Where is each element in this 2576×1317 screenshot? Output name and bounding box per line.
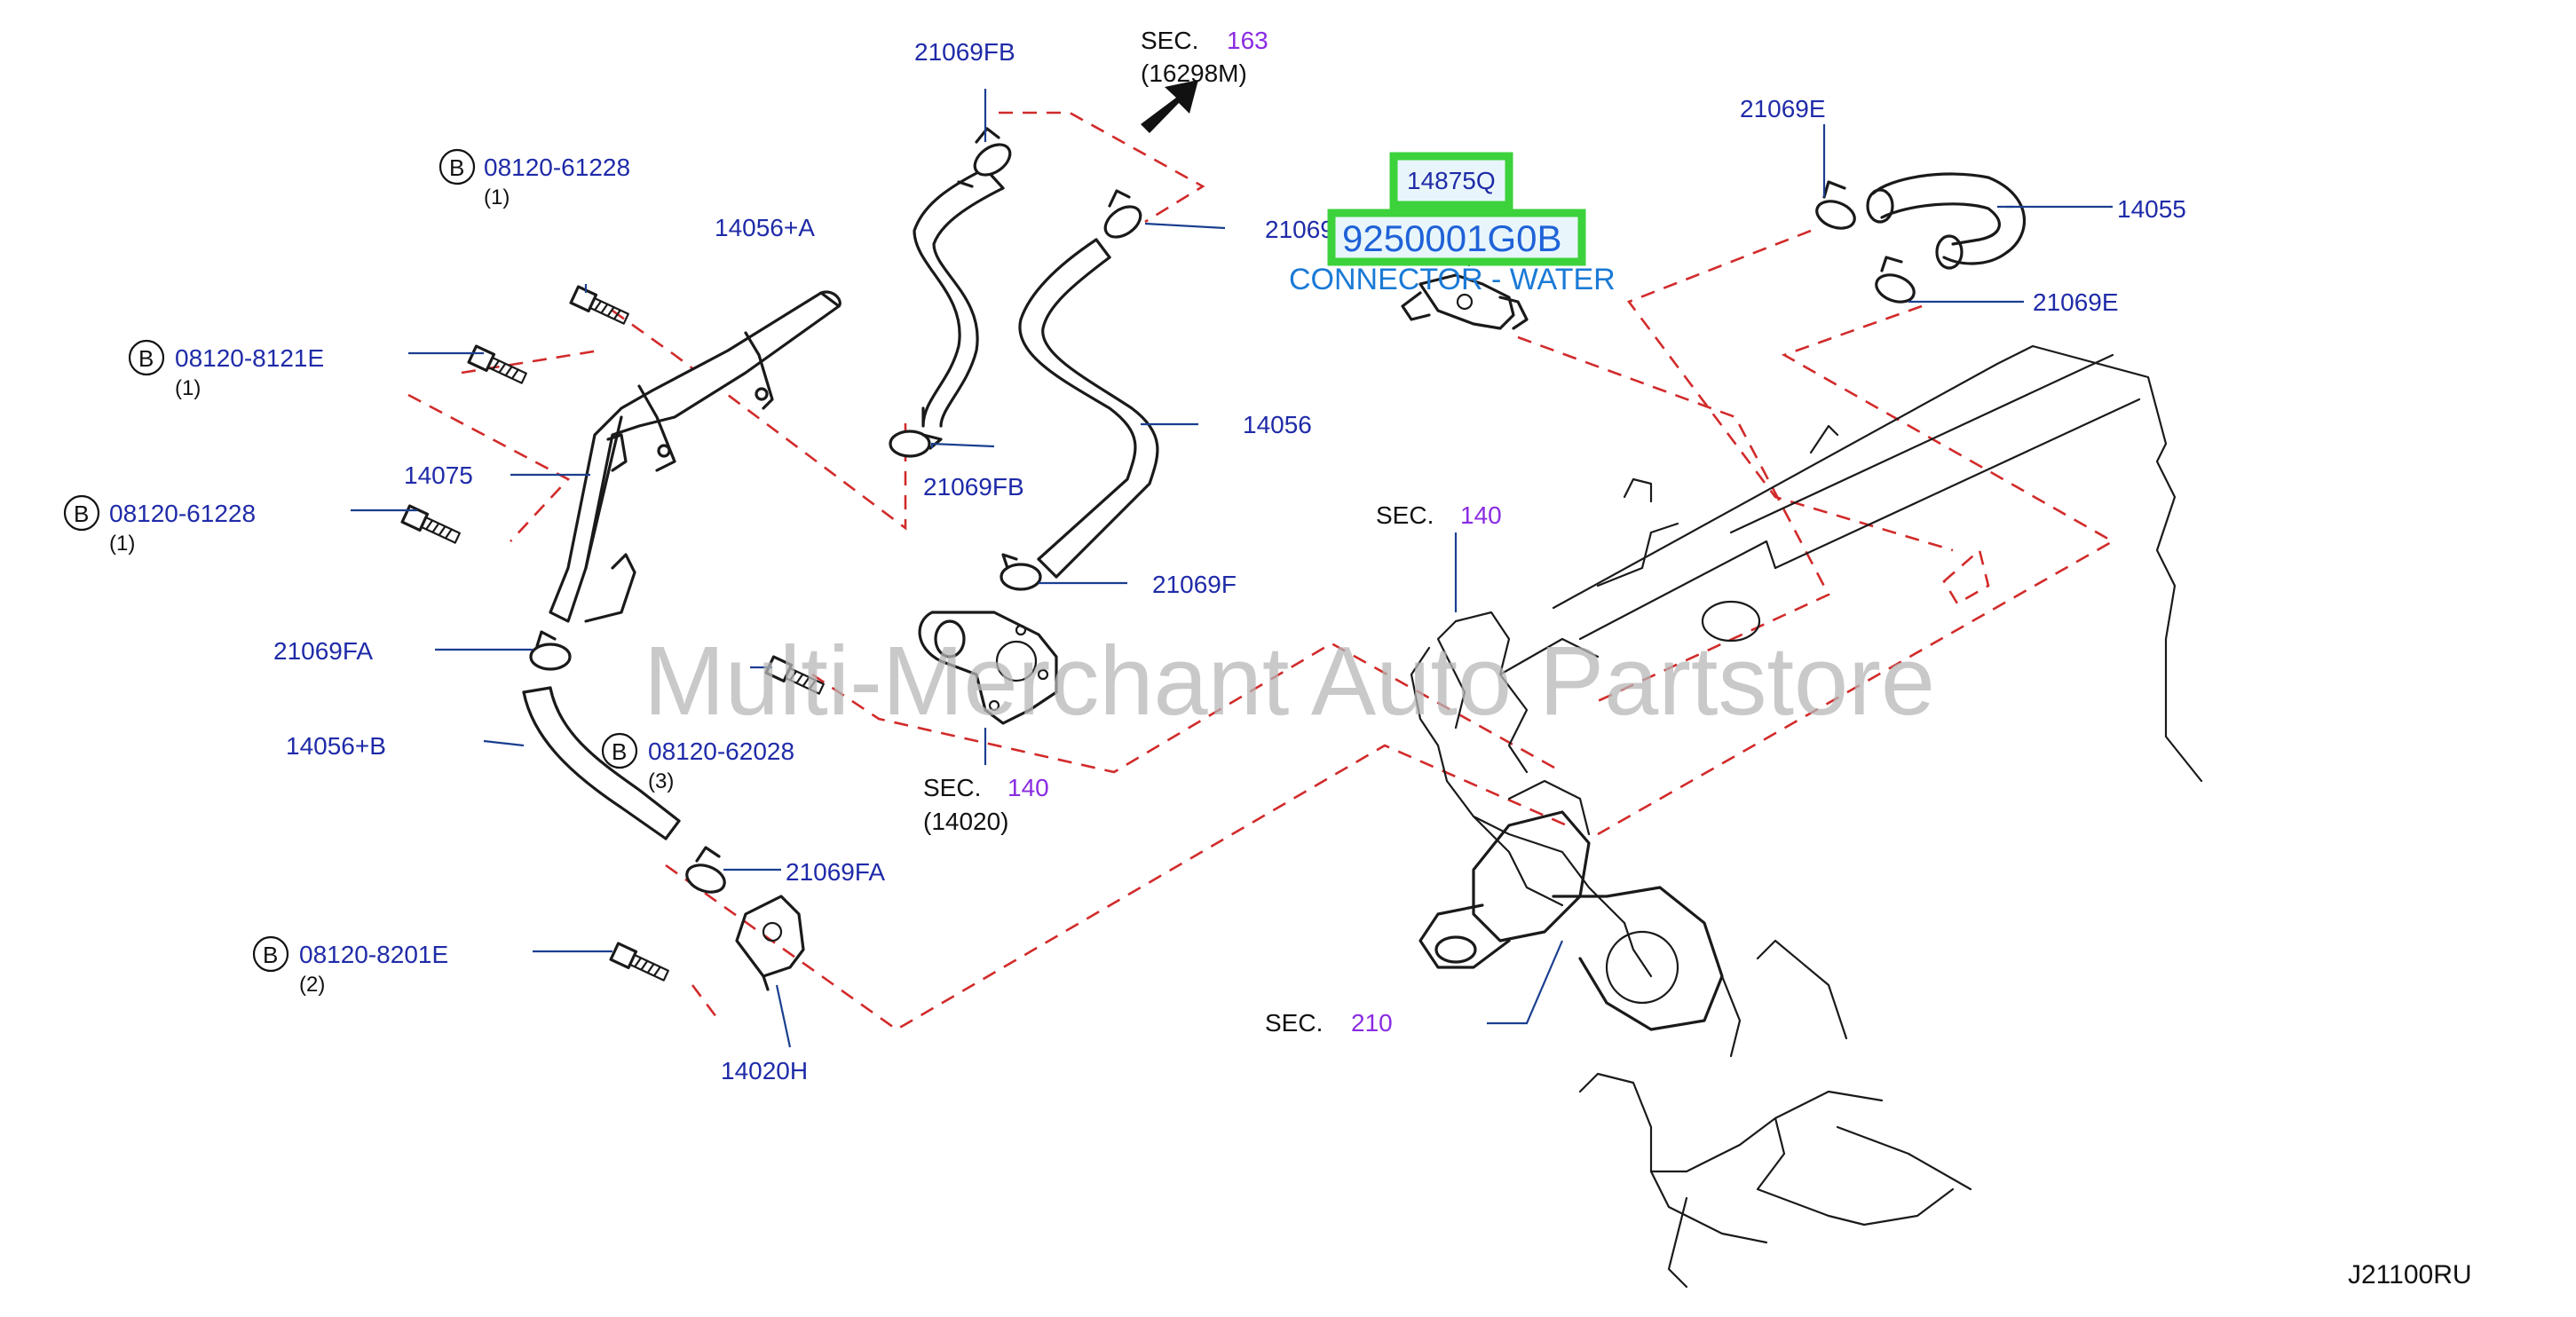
clamp-21069f-top: [1103, 189, 1142, 239]
water-connector-14875q: [1401, 273, 1529, 330]
highlighted-part[interactable]: 14875Q 9250001G0B CONNECTOR - WATER: [1289, 152, 1616, 296]
part-label[interactable]: 21069FB: [914, 38, 1015, 66]
bolt-icon: [467, 344, 527, 384]
bolts: [400, 285, 825, 982]
part-label[interactable]: 14075: [404, 461, 473, 489]
part-label[interactable]: 21069F: [1152, 571, 1237, 598]
svg-text:08120-61228: 08120-61228: [109, 500, 256, 527]
clamp-21069fb-bottom: [889, 430, 943, 458]
hose-14055: [1866, 172, 2027, 270]
part-label[interactable]: 21069E: [2033, 288, 2119, 316]
clamp-21069e-right: [1875, 256, 1916, 304]
svg-text:08120-61228: 08120-61228: [484, 154, 630, 181]
part-label[interactable]: 14055: [2117, 195, 2186, 223]
svg-text:B: B: [449, 154, 464, 181]
highlight-ref[interactable]: 14875Q: [1407, 167, 1496, 194]
part-label[interactable]: 14020H: [721, 1057, 808, 1084]
highlight-part-box[interactable]: [1327, 209, 1586, 266]
part-label[interactable]: 21069FA: [273, 637, 373, 665]
part-label[interactable]: 21069FA: [786, 858, 885, 886]
svg-text:B: B: [74, 501, 89, 527]
thermostat-housing: [918, 611, 1058, 725]
water-pipe-14075: [549, 290, 842, 623]
installation-guide-lines: [407, 111, 2115, 1031]
bolt-icon: [609, 942, 669, 982]
svg-text:08120-8201E: 08120-8201E: [299, 941, 448, 968]
hose-14056-b: [522, 686, 681, 840]
svg-text:(1): (1): [484, 185, 510, 209]
watermark: Multi-Merchant Auto Partstore: [644, 627, 1935, 736]
clamp-21069fb-top: [973, 127, 1012, 177]
svg-text:163: 163: [1227, 27, 1268, 54]
hose-14056-a: [913, 167, 1005, 428]
svg-text:SEC.: SEC.: [1141, 27, 1198, 54]
highlight-ref-box[interactable]: [1389, 152, 1513, 209]
svg-text:B: B: [612, 738, 627, 765]
svg-text:(14020): (14020): [923, 808, 1009, 835]
svg-text:SEC.: SEC.: [923, 774, 981, 801]
svg-text:(1): (1): [175, 376, 201, 400]
svg-text:B: B: [263, 942, 278, 968]
clamp-21069e-top: [1815, 180, 1856, 230]
bolt-callout[interactable]: B 08120-61228 (1): [63, 494, 256, 556]
bolt-callout[interactable]: B 08120-8201E (2): [252, 935, 448, 997]
bolt-callout[interactable]: B 08120-61228 (1): [439, 148, 630, 209]
bolt-icon: [400, 504, 461, 544]
hose-clamps: [529, 127, 1916, 894]
svg-text:210: 210: [1351, 1009, 1393, 1037]
section-ref-210[interactable]: SEC. 210: [1265, 1009, 1393, 1037]
svg-text:08120-8121E: 08120-8121E: [175, 344, 324, 372]
part-label[interactable]: 14056+B: [286, 732, 386, 760]
highlight-part-number[interactable]: 9250001G0B: [1342, 217, 1562, 259]
part-label[interactable]: 14056: [1243, 411, 1312, 438]
svg-text:140: 140: [1460, 501, 1502, 529]
diagram-code: J21100RU: [2348, 1260, 2472, 1289]
section-ref-140-mid[interactable]: SEC. 140 (14020): [923, 774, 1049, 835]
bolt-icon: [764, 655, 825, 695]
part-label[interactable]: 21069FB: [923, 473, 1024, 501]
svg-text:(3): (3): [648, 769, 674, 793]
svg-text:(16298M): (16298M): [1141, 59, 1247, 87]
leader-lines: [351, 89, 2113, 1048]
engine-block-illustration: [1410, 344, 2203, 1289]
section-ref-163[interactable]: SEC. 163 (16298M): [1141, 27, 1268, 87]
bolt-icon: [569, 285, 629, 325]
svg-text:08120-62028: 08120-62028: [648, 737, 794, 765]
part-label[interactable]: 14056+A: [715, 214, 815, 241]
bolt-callout[interactable]: B 08120-8121E (1): [128, 339, 324, 400]
clamp-21069f-mid: [1000, 553, 1042, 591]
svg-text:SEC.: SEC.: [1376, 501, 1434, 529]
highlight-description[interactable]: CONNECTOR - WATER: [1289, 263, 1616, 296]
clamp-21069fa-bottom: [685, 846, 726, 894]
arrow-icon: [1141, 80, 1198, 133]
section-ref-140-right[interactable]: SEC. 140: [1376, 501, 1502, 529]
svg-text:140: 140: [1007, 774, 1049, 801]
part-label[interactable]: 21069E: [1740, 95, 1826, 122]
bolt-callouts: B 08120-61228 (1) B 08120-8121E (1) B 08…: [63, 148, 794, 997]
hose-14056: [1018, 238, 1159, 579]
svg-text:(1): (1): [109, 532, 135, 556]
section-references: SEC. 163 (16298M) SEC. 140 SEC. 140 (140…: [923, 27, 1502, 1037]
svg-text:(2): (2): [299, 973, 325, 997]
svg-text:SEC.: SEC.: [1265, 1009, 1323, 1037]
bolt-callout[interactable]: B 08120-62028 (3): [601, 732, 794, 793]
flange-14020h: [735, 895, 805, 991]
part-labels: 21069FB 14056+A 21069F 21069FB 14056 210…: [273, 38, 2186, 1084]
clamp-21069fa-left: [529, 630, 572, 671]
svg-text:B: B: [138, 345, 154, 372]
